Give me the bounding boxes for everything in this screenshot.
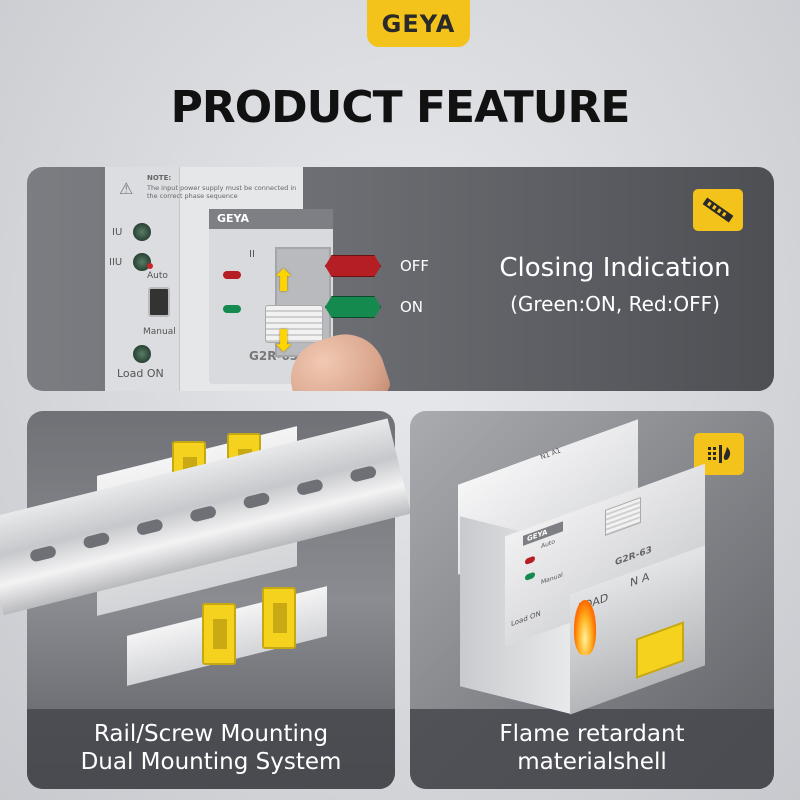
brand-logo: GEYA <box>367 0 470 47</box>
rail-slot <box>295 478 324 497</box>
product-manual: Manual <box>541 571 563 587</box>
arrow-down-icon: ⬇ <box>271 324 297 359</box>
clip-hole <box>273 603 287 633</box>
clip-hole <box>213 619 227 649</box>
red-led <box>223 271 241 279</box>
rail-slot <box>242 491 271 510</box>
warning-icon: ⚠ <box>119 179 134 198</box>
mounting-caption-band: Rail/Screw Mounting Dual Mounting System <box>27 709 395 789</box>
inner-brand: GEYA <box>209 209 333 229</box>
product-model: G2R-63 <box>615 544 652 569</box>
page-title: PRODUCT FEATURE <box>170 82 631 133</box>
note-text: The input power supply must be connected… <box>147 184 297 200</box>
closing-indication-panel: ⚠ NOTE: The input power supply must be c… <box>27 167 774 391</box>
flame-caption-line1: Flame retardant <box>499 721 685 747</box>
iiu-red-dot <box>147 263 153 269</box>
product-green-led <box>525 571 535 582</box>
rail-slot <box>82 531 111 550</box>
mounting-clip-3 <box>202 603 236 665</box>
product-knob <box>605 496 641 536</box>
off-indicator-label: OFF <box>400 257 430 275</box>
brand-logo-text: GEYA <box>381 9 456 38</box>
mounting-caption-line1: Rail/Screw Mounting <box>93 721 329 747</box>
rail-slot <box>349 464 378 483</box>
product-auto: Auto <box>541 538 555 551</box>
din-rail-icon <box>693 189 743 231</box>
auto-label: Auto <box>147 271 168 281</box>
on-indicator-label: ON <box>400 298 424 316</box>
note-title: NOTE: <box>147 174 172 182</box>
off-indicator-shape <box>325 255 381 277</box>
mounting-clip-4 <box>262 587 296 649</box>
flame-icon <box>574 600 596 655</box>
iu-indicator <box>133 223 151 241</box>
device-note: ⚠ NOTE: The input power supply must be c… <box>107 171 305 211</box>
iu-label: IU <box>112 227 123 238</box>
load-on-label: Load ON <box>117 367 164 380</box>
auto-manual-switch <box>148 287 170 317</box>
iiu-label: IIU <box>109 257 123 268</box>
product-load-on: Load ON <box>511 609 541 629</box>
load-on-indicator <box>133 345 151 363</box>
rail-slot <box>135 518 164 537</box>
product-terminals: N A <box>630 569 650 590</box>
arrow-up-icon: ⬆ <box>271 264 297 299</box>
feature-title: Closing Indication <box>499 253 731 283</box>
iiu-indicator <box>133 253 151 271</box>
position-ii-label: II <box>249 249 255 260</box>
flame-caption-band: Flame retardant materialshell <box>410 709 774 789</box>
switch-knob <box>265 305 323 343</box>
manual-label: Manual <box>143 327 176 337</box>
feature-subtitle: (Green:ON, Red:OFF) <box>510 292 720 316</box>
rail-slot <box>28 544 58 563</box>
product-red-led <box>525 555 535 566</box>
flame-caption-line2: materialshell <box>517 749 667 775</box>
rail-slot <box>189 504 218 523</box>
on-indicator-shape <box>325 296 381 318</box>
mounting-caption-line2: Dual Mounting System <box>80 749 342 775</box>
green-led <box>223 305 241 313</box>
